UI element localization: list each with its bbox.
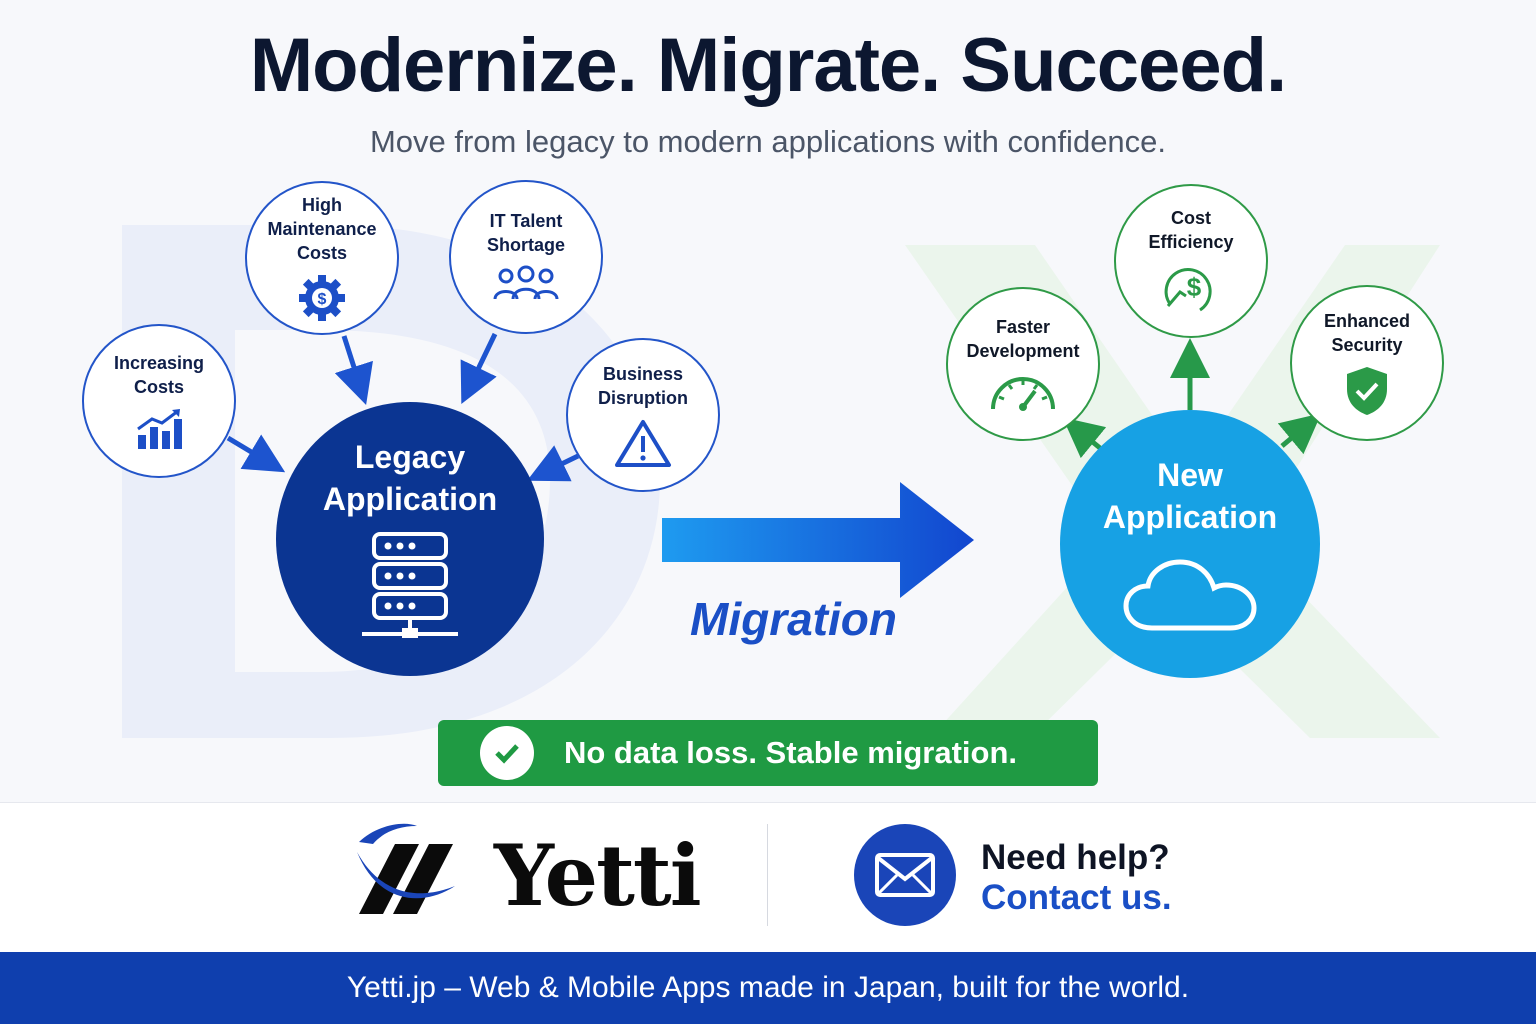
migration-arrow — [662, 482, 974, 598]
benefit-label: Cost Efficiency — [1148, 208, 1234, 252]
svg-text:$: $ — [318, 291, 327, 308]
svg-text:$: $ — [1187, 272, 1202, 302]
benefit-enhanced-security: Enhanced Security — [1290, 285, 1444, 441]
check-circle-icon — [480, 726, 534, 780]
legacy-application-node: Legacy Application — [276, 402, 544, 676]
people-group-icon — [493, 265, 559, 300]
server-rack-icon — [362, 532, 458, 638]
rising-bar-chart-icon — [137, 409, 182, 449]
problem-high-maintenance-costs: High Maintenance Costs $ — [245, 181, 399, 335]
benefit-label: Enhanced Security — [1323, 311, 1411, 355]
problem-label: Business Disruption — [598, 364, 688, 408]
banner-text: No data loss. Stable migration. — [564, 735, 1018, 770]
warning-triangle-icon — [615, 420, 671, 467]
help-question: Need help? — [981, 838, 1170, 877]
brand-name: Yetti — [494, 826, 702, 925]
footer-band — [0, 802, 1536, 953]
yetti-slash-logo-icon — [357, 823, 455, 914]
mail-icon[interactable] — [854, 824, 956, 926]
benefit-label: Faster Development — [966, 317, 1080, 361]
problem-label: IT Talent Shortage — [486, 211, 565, 255]
footer-tagline: Yetti.jp – Web & Mobile Apps made in Jap… — [346, 971, 1190, 1004]
dollar-gear-icon: $ — [299, 275, 345, 321]
modern-title: New Application — [1102, 457, 1278, 535]
stable-migration-banner: No data loss. Stable migration. — [438, 720, 1098, 786]
dollar-growth-icon: $ — [1164, 268, 1212, 312]
shield-check-icon — [1347, 367, 1387, 415]
speedometer-icon — [991, 377, 1055, 411]
page-subtitle: Move from legacy to modern applications … — [369, 124, 1167, 159]
problem-label: Increasing Costs — [113, 353, 205, 397]
footer-divider — [767, 824, 768, 926]
legacy-title: Legacy Application — [322, 439, 498, 517]
new-application-node: New Application — [1060, 410, 1320, 678]
bottom-tagline-bar: Yetti.jp – Web & Mobile Apps made in Jap… — [0, 952, 1536, 1024]
problem-label: High Maintenance Costs — [267, 195, 377, 263]
problem-business-disruption: Business Disruption — [566, 338, 720, 492]
problem-it-talent-shortage: IT Talent Shortage — [449, 180, 603, 334]
contact-us-link[interactable]: Contact us. — [981, 878, 1172, 917]
migration-label: Migration — [690, 593, 897, 645]
problem-increasing-costs: Increasing Costs — [82, 324, 236, 478]
benefit-faster-development: Faster Development — [946, 287, 1100, 441]
page-title: Modernize. Migrate. Succeed. — [249, 23, 1287, 108]
benefit-cost-efficiency: Cost Efficiency $ — [1114, 184, 1268, 338]
cloud-icon — [1123, 559, 1257, 631]
